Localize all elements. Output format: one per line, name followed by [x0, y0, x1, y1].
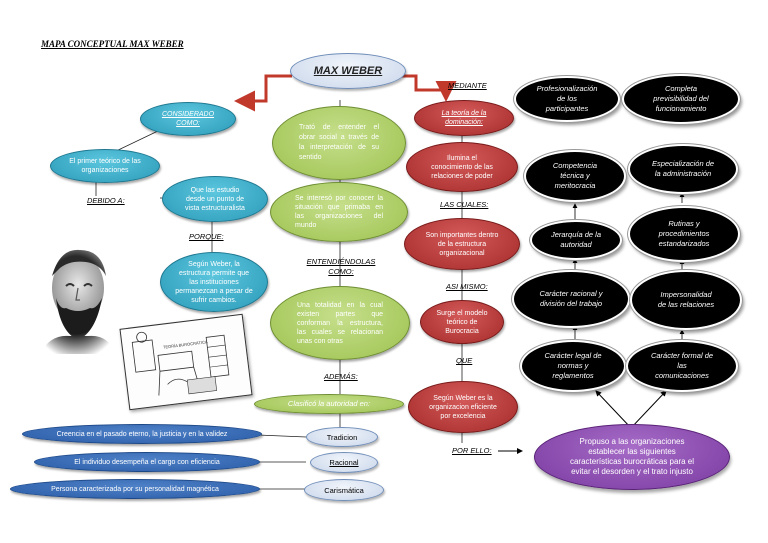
tradicion-description: Creencia en el pasado eterno, la justici…: [22, 424, 262, 444]
segun-node: Según Weber es la organizacion eficiente…: [408, 381, 518, 433]
estructura-node: Según Weber, la estructura permite que l…: [160, 252, 268, 312]
page-title: MAPA CONCEPTUAL MAX WEBER: [41, 39, 184, 49]
max-weber-portrait: [30, 236, 122, 354]
clasifico-node: Clasificó la autoridad en:: [254, 394, 404, 414]
caracter-legal-node: Carácter legal de normas y reglamentos: [520, 340, 626, 392]
especializacion-node: Especialización de la administración: [628, 144, 738, 194]
porque-label: PORQUE:: [189, 232, 224, 241]
ademas-label: ADEMÁS:: [324, 372, 358, 381]
primer-teorico-node: El primer teórico de las organizaciones: [50, 149, 160, 183]
que-label: QUE: [456, 356, 473, 365]
profesionalizacion-node: Profesionalización de los participantes: [514, 76, 620, 122]
teoria-node: La teoría de la dominación:: [414, 100, 514, 136]
totalidad-node: Una totalidad en la cual existen partes …: [270, 286, 410, 360]
entendiendolas-label: ENTENDIÉNDOLAS COMO:: [306, 257, 376, 276]
rutinas-node: Rutinas y procedimientos estandarizados: [628, 206, 740, 262]
son-node: Son importantes dentro de la estructura …: [404, 218, 520, 270]
mediante-label: MEDIANTE: [448, 81, 487, 90]
carismatica-description: Persona caracterizada por su personalida…: [10, 479, 260, 499]
por-ello-label: POR ELLO:: [452, 446, 492, 455]
ilumina-node: Ilumina el conocimiento de las relacione…: [406, 142, 518, 192]
considerado-node: CONSIDERADO COMO:: [140, 102, 236, 136]
impersonalidad-node: Impersonalidad de las relaciones: [630, 270, 742, 330]
competencia-node: Competencia técnica y meritocracia: [524, 150, 626, 202]
carismatica-node: Carismática: [304, 479, 384, 501]
debido-a-label: DEBIDO A:: [87, 196, 125, 205]
trato-node: Trató de entender el obrar social a trav…: [272, 106, 406, 180]
propuso-node: Propuso a las organizaciones establecer …: [534, 424, 730, 490]
surge-node: Surge el modelo teórico de Burocracia: [420, 300, 504, 344]
racional-node: Racional: [310, 452, 378, 473]
caracter-formal-node: Carácter formal de las comunicaciones: [626, 340, 738, 392]
jerarquia-node: Jerarquía de la autoridad: [530, 220, 622, 260]
asi-mismo-label: ASI MISMO:: [446, 282, 488, 291]
tradicion-node: Tradicion: [306, 427, 378, 447]
central-node-max-weber: MAX WEBER: [290, 53, 406, 89]
caracter-racional-node: Carácter racional y división del trabajo: [512, 270, 630, 328]
previsibilidad-node: Completa previsibilidad del funcionamien…: [622, 74, 740, 124]
estudio-node: Que las estudio desde un punto de vista …: [162, 176, 268, 222]
burocracia-sketch-image: TEORÍA BUROCRÁTICA: [119, 313, 253, 411]
racional-description: El individuo desempeña el cargo con efic…: [34, 452, 260, 472]
las-cuales-label: LAS CUALES:: [440, 200, 489, 209]
interesa-node: Se interesó por conocer la situación que…: [270, 182, 408, 242]
